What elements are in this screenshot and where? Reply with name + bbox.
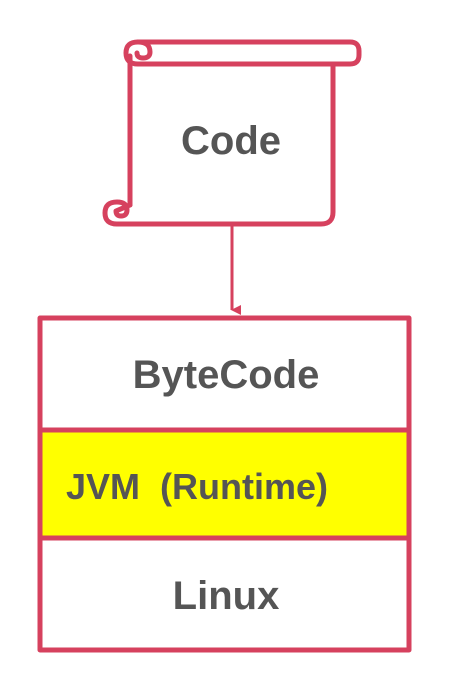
- scroll-label: Code: [181, 119, 281, 163]
- code-scroll: [102, 39, 362, 227]
- stack-border: [37, 315, 412, 653]
- layer-jvm: [40, 430, 409, 538]
- layer-bytecode: [40, 318, 409, 430]
- scroll-bottom-curl: [102, 199, 133, 227]
- layer-bytecode-label: ByteCode: [133, 353, 320, 397]
- scroll-body: [114, 61, 336, 227]
- layer-linux: [40, 538, 409, 650]
- scroll-top-curl: [123, 39, 153, 67]
- layer-jvm-label: JVM (Runtime): [66, 466, 328, 507]
- scroll-top-roll: [135, 39, 362, 67]
- runtime-stack: ByteCode JVM (Runtime) Linux: [37, 315, 412, 653]
- layer-linux-label: Linux: [173, 574, 280, 618]
